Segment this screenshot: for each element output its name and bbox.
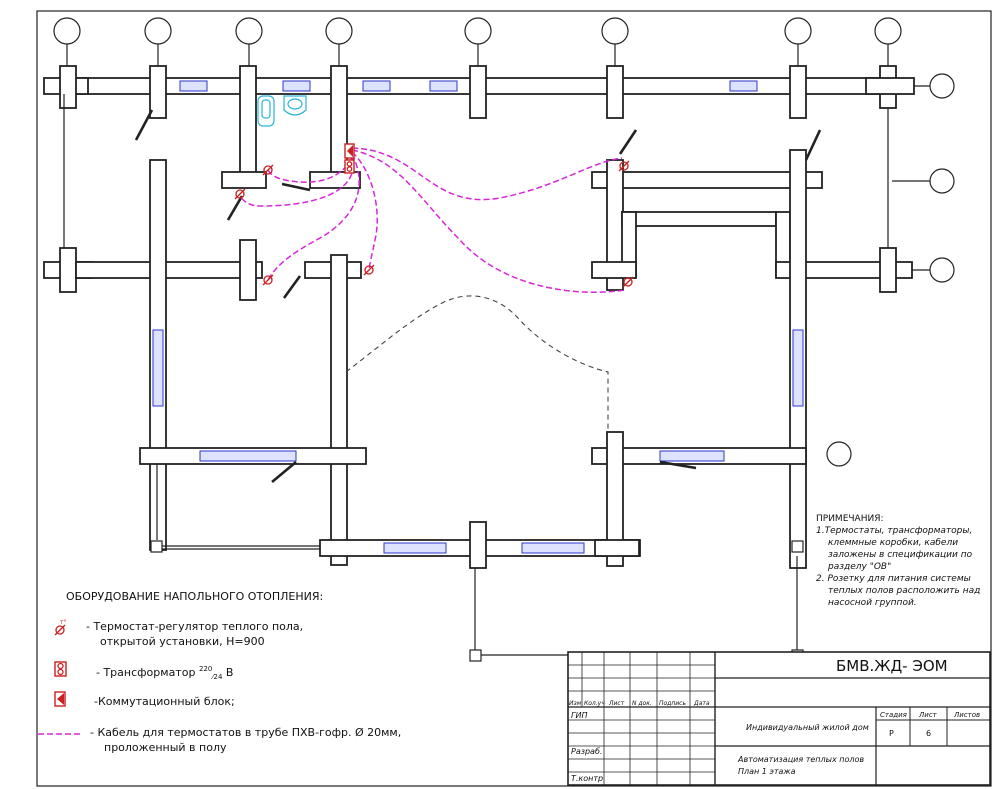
notes: ПРИМЕЧАНИЯ: 1.Термостаты, трансформаторы… [816, 514, 980, 608]
tb-col-ndok: N док. [632, 700, 652, 707]
walls [43, 65, 915, 662]
thermostats [234, 160, 634, 288]
legend-junction-text: -Коммутационный блок; [94, 695, 235, 708]
tb-sheets-label: Листов [953, 711, 980, 719]
tb-document-code: БМВ.ЖД- ЭОМ [836, 657, 948, 675]
legend-thermostat-text-2: открытой установки, Н=900 [100, 635, 265, 648]
tb-role-razrab: Разраб. [571, 747, 602, 756]
legend-transformer-text: - Трансформатор 220⁄24 В [96, 665, 233, 681]
tb-role-gip: ГИП [571, 711, 587, 720]
tb-sheet-title-2: План 1 этажа [738, 767, 796, 776]
legend-thermostat-icon: т° [54, 619, 67, 636]
legend-transformer-icon [54, 661, 67, 677]
title-block: Изм Кол.уч Лист N док. Подпись Дата ГИП … [567, 651, 991, 786]
tb-stage-value: Р [889, 729, 894, 738]
tb-sheet-value: 6 [926, 729, 931, 738]
legend-title: ОБОРУДОВАНИЕ НАПОЛЬНОГО ОТОПЛЕНИЯ: [66, 590, 323, 603]
plumbing-fixtures [257, 95, 307, 127]
svg-text:теплых полов расположить над: теплых полов расположить над [828, 586, 980, 596]
svg-text:т°: т° [60, 619, 67, 626]
junction-block [344, 143, 355, 159]
legend-thermostat-text-1: - Термостат-регулятор теплого пола, [86, 620, 303, 633]
legend-cable-text-2: проложенный в полу [104, 741, 227, 754]
tb-col-data: Дата [693, 700, 710, 707]
tb-object-name: Индивидуальный жилой дом [746, 723, 869, 732]
tb-sheet-title-1: Автоматизация теплых полов [737, 755, 864, 764]
tb-stage-label: Стадия [880, 711, 907, 719]
svg-text:насосной группой.: насосной группой. [828, 598, 917, 608]
axis-markers [53, 17, 955, 467]
tb-col-izm: Изм [569, 700, 582, 707]
doors [134, 109, 822, 483]
heated-zone-boundary [345, 295, 609, 430]
svg-text:2. Розетку для питания системы: 2. Розетку для питания системы [816, 574, 971, 584]
legend-cable-text-1: - Кабель для термостатов в трубе ПХВ-гоф… [90, 726, 401, 739]
tb-col-list: Лист [608, 700, 625, 707]
svg-text:разделу "ОВ": разделу "ОВ" [827, 562, 891, 572]
legend-junction-block-icon [54, 691, 66, 707]
svg-text:ПРИМЕЧАНИЯ:: ПРИМЕЧАНИЯ: [816, 514, 884, 524]
windows [152, 80, 804, 554]
svg-text:заложены в спецификации по: заложены в спецификации по [828, 550, 973, 560]
tb-col-podpis: Подпись [659, 700, 686, 707]
tb-col-kolich: Кол.уч [584, 700, 605, 707]
thermostat-cables [239, 147, 627, 293]
tb-sheet-label: Лист [918, 711, 938, 719]
drawing-frame [36, 10, 992, 787]
tb-role-tkontr: Т.контр [571, 774, 603, 783]
svg-text:1.Термостаты, трансформаторы,: 1.Термостаты, трансформаторы, [816, 526, 972, 536]
svg-text:клеммные коробки, кабели: клеммные коробки, кабели [828, 538, 958, 548]
transformer [344, 159, 355, 174]
